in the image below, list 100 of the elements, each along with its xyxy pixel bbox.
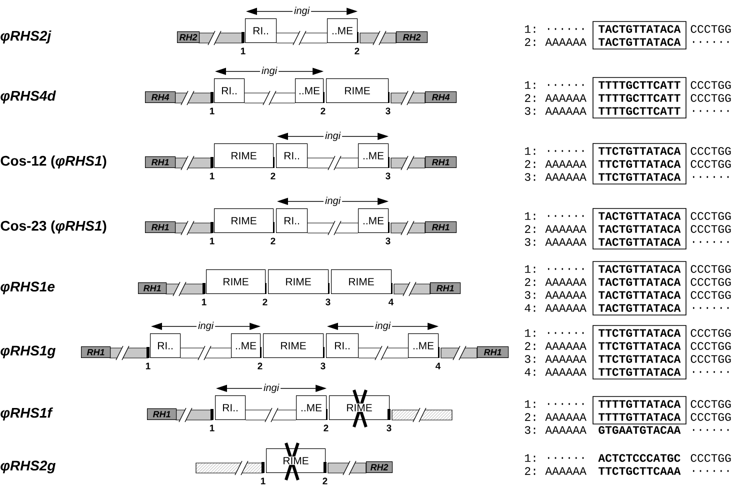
- element-box: RI..: [276, 143, 308, 168]
- sequence-flank: ......: [692, 470, 729, 472]
- position-number: 1: [202, 298, 206, 306]
- row-label: φRHS1e: [0, 282, 55, 294]
- element-box: RIME: [263, 333, 324, 358]
- element-box: RIME: [331, 269, 392, 294]
- sequence-flank: ......: [692, 176, 729, 178]
- edge-label: ingi: [260, 65, 279, 78]
- row-label: φRHS1f: [0, 408, 54, 420]
- sequence-flank: ......: [548, 84, 584, 86]
- line-number: 4:: [524, 304, 536, 312]
- sequence-flank: ......: [692, 241, 729, 243]
- element-box: RIME: [326, 78, 389, 103]
- row-label: φRHS1g: [0, 346, 56, 358]
- element-box: ..ME: [408, 333, 439, 358]
- sequence-flank: CCCTGG: [690, 342, 731, 350]
- sequence-text: TTCTGTTATACA: [598, 173, 681, 181]
- position-number: 2: [322, 478, 328, 484]
- line-number: 2:: [525, 94, 536, 102]
- position-number: 1: [260, 478, 266, 484]
- row-label: φRHS2g: [0, 460, 56, 474]
- sequence-text: TTCTGTTATACA: [598, 355, 681, 363]
- position-number: 2: [354, 48, 360, 54]
- position-number: 2: [258, 362, 262, 370]
- position-number: 2: [270, 172, 276, 180]
- flank-label-box: RH4: [145, 91, 176, 103]
- spacer-band: [245, 410, 296, 420]
- position-number: 2: [270, 238, 276, 244]
- edge-label: ingi: [374, 320, 392, 333]
- spacer-band: [180, 348, 232, 358]
- position-number: 3: [386, 424, 392, 432]
- element-box: RI..: [215, 395, 246, 420]
- sequence-flank: CCCTGG: [690, 147, 731, 155]
- sequence-flank: AAAAAA: [545, 304, 586, 312]
- sequence-flank: CCCTGG: [690, 355, 731, 363]
- sequence-flank: AAAAAA: [545, 225, 586, 233]
- position-number: 3: [326, 298, 330, 306]
- sequence-text: TACTGTTATACA: [598, 278, 681, 286]
- sequence-flank: AAAAAA: [545, 107, 586, 115]
- flank-label-box: RH1: [145, 221, 176, 233]
- flank-label-box: RH2: [177, 31, 200, 43]
- edge-label: ingi: [324, 195, 342, 208]
- sequence-flank: CCCTGG: [690, 413, 731, 421]
- position-number: 3: [386, 238, 390, 244]
- sequence-flank: AAAAAA: [545, 238, 586, 246]
- sequence-flank: AAAAAA: [545, 342, 586, 350]
- sequence-text: TACTGTTATACA: [598, 38, 681, 46]
- sequence-text: TACTGTTATACA: [598, 304, 681, 312]
- position-number: 3: [386, 108, 390, 114]
- sequence-flank: CCCTGG: [690, 160, 731, 168]
- spacer-band: [307, 222, 358, 234]
- sequence-flank: ......: [548, 403, 584, 405]
- sequence-flank: CCCTGG: [690, 291, 731, 299]
- flank-label-box: RH1: [430, 282, 461, 294]
- sequence-flank: ......: [548, 332, 584, 334]
- row-label: φRHS4d: [0, 90, 56, 104]
- sequence-text: TTCTGCTTCAAA: [598, 467, 681, 475]
- edge-label: ingi: [262, 382, 281, 395]
- position-number: 4: [436, 362, 441, 370]
- sequence-flank: ......: [692, 110, 729, 112]
- line-number: 2:: [525, 278, 536, 286]
- line-number: 2:: [525, 413, 536, 421]
- position-number: 1: [146, 362, 150, 370]
- sequence-text: TTTTGTTATACA: [598, 400, 681, 408]
- line-number: 2:: [525, 225, 536, 233]
- position-number: 2: [320, 108, 326, 114]
- element-box: RIME: [206, 269, 266, 294]
- sequence-flank: CCCTGG: [690, 454, 731, 462]
- row-label: φRHS2j: [0, 30, 52, 44]
- sequence-flank: AAAAAA: [545, 355, 586, 363]
- position-number: 2: [262, 298, 268, 306]
- line-number: 3:: [524, 355, 536, 363]
- element-box: ..ME: [295, 78, 324, 103]
- element-box: RIME: [266, 448, 326, 473]
- line-number: 1:: [525, 400, 536, 408]
- sequence-text: TTCTGTTATACA: [598, 368, 681, 376]
- element-box: RI..: [245, 18, 277, 43]
- element-box: RI..: [276, 208, 308, 233]
- position-number: 1: [210, 108, 214, 114]
- sequence-text: TTCTGTTATACA: [598, 160, 681, 168]
- sequence-text: TTTTGCTTCATT: [598, 94, 680, 102]
- sequence-flank: AAAAAA: [545, 467, 586, 475]
- position-number: 1: [210, 424, 214, 432]
- sequence-text: TTCTGTTATACA: [598, 329, 681, 337]
- flank-label-box: RH4: [425, 91, 457, 103]
- flank-label-box: RH2: [366, 461, 393, 473]
- sequence-flank: ......: [548, 457, 584, 459]
- row-label: Cos-23 (φRHS1): [0, 220, 106, 234]
- sequence-flank: AAAAAA: [545, 278, 586, 286]
- sequence-flank: CCCTGG: [690, 81, 731, 89]
- sequence-text: TTTTGCTTCATT: [598, 107, 680, 115]
- sequence-flank: CCCTGG: [690, 329, 731, 337]
- sequence-text: TTTTGCTTCATT: [598, 81, 680, 89]
- sequence-text: TTTTGTTATACA: [598, 413, 681, 421]
- element-box: ..ME: [358, 143, 389, 168]
- sequence-flank: AAAAAA: [545, 38, 586, 46]
- row-label: Cos-12 (φRHS1): [0, 156, 106, 168]
- spacer-band: [276, 32, 328, 44]
- sequence-flank: CCCTGG: [690, 278, 731, 286]
- line-number: 1:: [525, 147, 536, 155]
